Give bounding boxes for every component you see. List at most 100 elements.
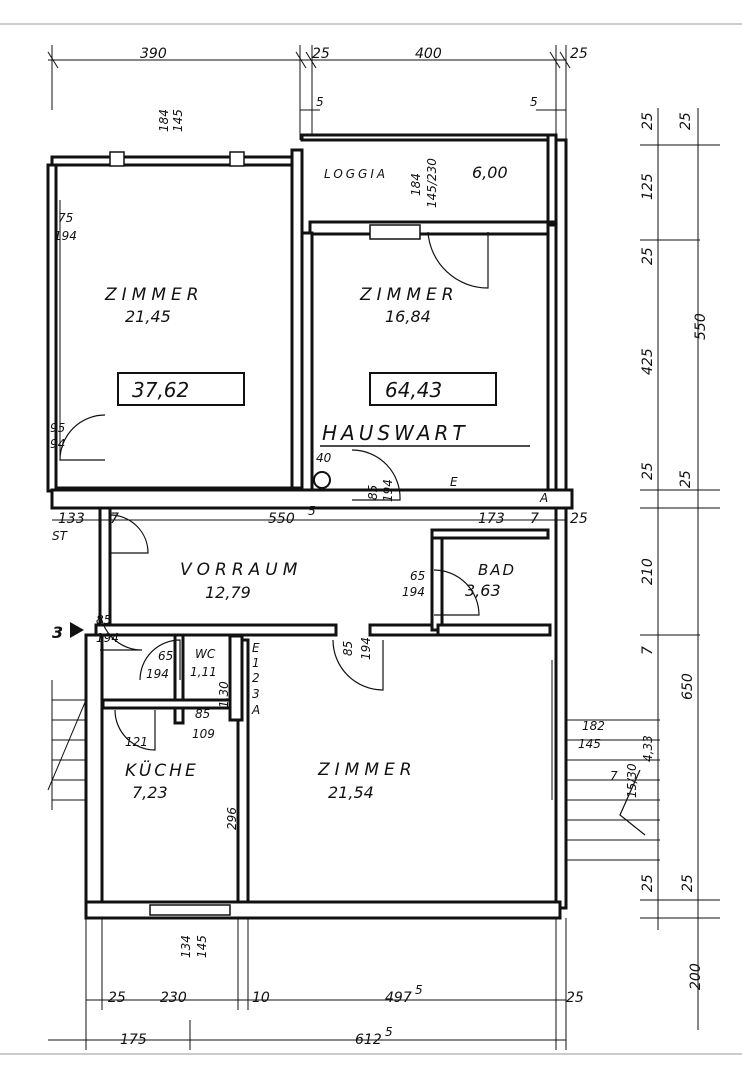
- marker-1: 1: [252, 656, 260, 670]
- marker-a2: A: [539, 491, 548, 505]
- loggia-name: LOGGIA: [324, 167, 388, 181]
- loggia-area: 6,00: [472, 163, 508, 182]
- dim-right-inner-425: 425: [640, 348, 656, 375]
- dim-opening-109: 109: [192, 727, 215, 741]
- corridor-dimensions: 550 5 173 7 133 7 25: [52, 504, 588, 527]
- unit-label: HAUSWART: [322, 421, 469, 445]
- dim-opening-65a: 65: [410, 569, 425, 583]
- dim-opening-145c: 145: [578, 737, 601, 751]
- total-right: 64,43: [385, 378, 442, 402]
- dim-top-400: 400: [415, 46, 442, 62]
- dim-bottom-25b: 25: [566, 990, 584, 1006]
- dim-opening-194d: 194: [96, 631, 119, 645]
- dim-opening-75: 75: [58, 211, 73, 225]
- dim-right-inner-25c: 25: [640, 462, 656, 480]
- wc-area: 1,11: [190, 665, 217, 679]
- dim-right-outer-25c: 25: [680, 874, 696, 892]
- dim-opening-15-30: 15/30: [625, 763, 639, 798]
- dim-right-inner-210: 210: [640, 558, 656, 585]
- dim-bottom-497: 497: [385, 990, 412, 1006]
- dim-corridor-173: 173: [478, 511, 505, 527]
- kueche-area: 7,23: [132, 783, 168, 802]
- dim-right-inner-125: 125: [640, 173, 656, 200]
- window-marks: [59, 151, 553, 916]
- dim-opening-130: 1,30: [217, 681, 231, 708]
- dim-bottom-612: 612: [355, 1032, 382, 1048]
- dim-opening-145-230: 145/230: [425, 158, 439, 208]
- dim-right-outer-25a: 25: [678, 112, 694, 130]
- dim-right-outer-200: 200: [688, 963, 704, 990]
- vorraum-name: VORRAUM: [180, 560, 302, 580]
- dim-opening-296: 296: [225, 807, 239, 830]
- total-left: 37,62: [132, 378, 189, 402]
- marker-3b: 3: [252, 687, 260, 701]
- dim-right-outer-550: 550: [693, 313, 709, 340]
- dim-opening-121: 121: [125, 735, 148, 749]
- opening-dimensions: 184 145 184 145/230 75 194 95 94 40 85 1…: [50, 109, 655, 958]
- dim-top-390: 390: [140, 46, 167, 62]
- bottom-dimension-chains: 25 230 10 497 5 25 175 612 5: [48, 918, 584, 1050]
- dim-opening-184a: 184: [157, 109, 171, 132]
- dim-opening-145a: 145: [171, 109, 185, 132]
- marker-7: 7: [610, 769, 618, 783]
- total-box-right: [369, 372, 497, 406]
- dim-opening-94: 94: [50, 437, 65, 451]
- dim-opening-194c: 194: [402, 585, 425, 599]
- zimmer-right-area: 16,84: [385, 307, 431, 326]
- dim-opening-85c: 85: [341, 641, 355, 656]
- dim-corridor-550: 550: [268, 511, 295, 527]
- dim-opening-85d: 85: [195, 707, 210, 721]
- dim-right-inner-25d: 25: [640, 874, 656, 892]
- total-box-left: [117, 372, 245, 406]
- dim-corridor-7: 7: [530, 511, 539, 527]
- dim-opening-182: 182: [582, 719, 605, 733]
- zimmer-left-area: 21,45: [125, 307, 171, 326]
- dim-corridor-7b: 7: [110, 511, 119, 527]
- right-dimension-chains: 25 550 25 650 25 200 25 125 25 425 25 21…: [640, 108, 720, 1030]
- dim-opening-433: 4,33: [641, 735, 655, 762]
- bad-name: BAD: [478, 561, 516, 579]
- wc-name: WC: [195, 647, 216, 661]
- dim-bottom-10: 10: [252, 990, 270, 1006]
- zimmer-bottom-name: ZIMMER: [317, 760, 417, 780]
- entrance-arrow-icon: [70, 622, 84, 638]
- dim-top-25a: 25: [312, 46, 330, 62]
- markers: 3 E 1 2 3 A E A ST 7: [52, 475, 618, 783]
- zimmer-right-name: ZIMMER: [359, 285, 459, 305]
- marker-3: 3: [52, 623, 63, 642]
- dim-corridor-133: 133: [58, 511, 85, 527]
- bad-area: 3,63: [465, 581, 501, 600]
- meter-circle: [313, 471, 331, 489]
- kueche-name: KÜCHE: [125, 759, 199, 781]
- dim-bottom-175: 175: [120, 1032, 147, 1048]
- dim-opening-194a: 194: [54, 229, 77, 243]
- dim-opening-194b: 194: [381, 479, 395, 502]
- marker-a1: A: [251, 703, 260, 717]
- dim-top-5a: 5: [316, 95, 324, 109]
- dim-top-5b: 5: [530, 95, 538, 109]
- walls: [46, 133, 574, 920]
- zimmer-left-name: ZIMMER: [104, 285, 204, 305]
- marker-e2: E: [450, 475, 458, 489]
- dim-right-inner-7: 7: [640, 646, 656, 655]
- staircase: [47, 680, 660, 861]
- dim-bottom-497-sup: 5: [415, 983, 423, 997]
- dim-opening-85a: 85: [366, 485, 380, 500]
- dim-right-outer-25b: 25: [678, 470, 694, 488]
- room-labels: LOGGIA 6,00 ZIMMER 21,45 ZIMMER 16,84 37…: [104, 163, 530, 802]
- dim-opening-40: 40: [316, 451, 332, 465]
- marker-e1: E: [252, 641, 260, 655]
- marker-2: 2: [252, 671, 260, 685]
- dim-bottom-25a: 25: [108, 990, 126, 1006]
- dim-opening-85b: 85: [96, 613, 111, 627]
- dim-opening-194e: 194: [359, 637, 373, 660]
- dim-corridor-25: 25: [570, 511, 588, 527]
- dim-opening-95: 95: [50, 421, 65, 435]
- dim-right-inner-25b: 25: [640, 247, 656, 265]
- marker-st: ST: [52, 529, 69, 543]
- dim-opening-65b: 65: [158, 649, 173, 663]
- dim-opening-134: 134: [179, 935, 193, 958]
- dim-corridor-550-sup: 5: [308, 504, 316, 518]
- dim-bottom-612-sup: 5: [385, 1025, 393, 1039]
